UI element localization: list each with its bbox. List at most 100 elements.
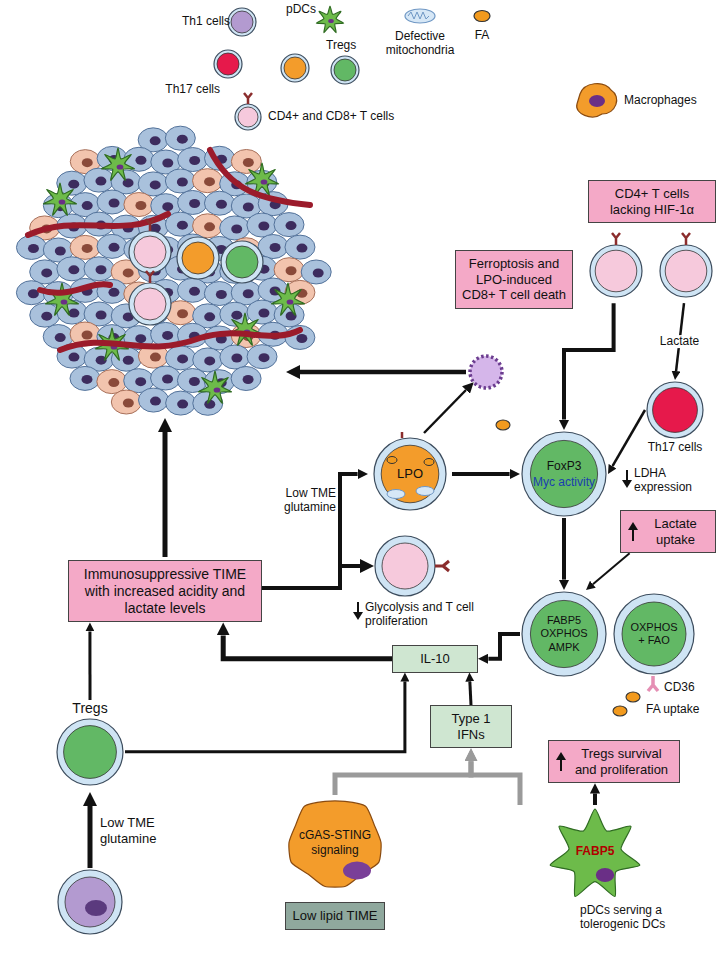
cell-membrane [522, 592, 606, 676]
tumor-immune-cells [129, 219, 263, 325]
mitochondria-cristae [408, 12, 429, 19]
legend-entry: CD4+ and CD8+ T cells [268, 109, 418, 123]
tumor-cell [231, 366, 261, 390]
blood-vessel [40, 284, 110, 293]
condition-box: Low lipid TIME [285, 902, 385, 930]
connector-arrow [488, 634, 520, 659]
arrow-head [556, 752, 566, 760]
tumor-cell [193, 169, 223, 193]
tumor-nucleus [82, 244, 93, 253]
cell-membrane [374, 438, 446, 510]
tumor-nucleus [313, 268, 324, 277]
th17-icon-body [217, 53, 239, 75]
orange-cell [177, 237, 219, 279]
connector-arrow [470, 682, 471, 705]
node-text: FoxP3 [547, 459, 582, 473]
tumor-nucleus [243, 158, 254, 167]
legend-entry: Tregs [326, 38, 372, 52]
th1-icon-body [231, 11, 253, 33]
node-text: Tregs survival and proliferation [570, 746, 673, 777]
arrow-line [88, 806, 93, 868]
macrophage-cell: cGAS-STING signaling [285, 795, 385, 890]
tumor-nucleus [296, 244, 307, 253]
tumor-nucleus [243, 202, 254, 211]
tumor-nucleus [177, 135, 188, 144]
tumor-nucleus [123, 268, 134, 277]
tumor-nucleus [82, 331, 93, 340]
tumor-cell [165, 126, 195, 150]
tumor-nucleus [55, 333, 66, 342]
tumor-nucleus [243, 375, 254, 384]
tcell-receptor [435, 561, 449, 571]
connector-arrow [223, 635, 392, 658]
tumor-nucleus [286, 266, 297, 275]
receptor [612, 233, 620, 245]
tumor-cell [274, 258, 304, 282]
arrow-line [300, 370, 466, 375]
tumor-cell [274, 213, 304, 237]
tumor-nucleus [258, 222, 269, 231]
tumor-nucleus [135, 334, 146, 343]
node-text: Low lipid TIME [292, 908, 378, 924]
tumor-cell [124, 193, 154, 217]
cell-body [595, 250, 637, 292]
cell-membrane [660, 245, 712, 297]
edge-label: Lactate [658, 335, 701, 349]
pdc-nucleus [61, 299, 68, 304]
tumor-nucleus [259, 353, 270, 362]
tumor-nucleus [270, 243, 281, 252]
fatty-acid [387, 457, 397, 464]
treg-cell: Tregs [55, 700, 125, 787]
connector-arrow [593, 553, 630, 584]
tumor-nucleus [204, 356, 215, 365]
tumor-nucleus [41, 312, 52, 321]
tumor-nucleus [189, 377, 200, 386]
node-text: CD4+ T cells lacking HIF-1α [595, 186, 709, 217]
tumor-cell [30, 260, 60, 284]
fatty-acid [496, 420, 510, 430]
tumor-nucleus [204, 177, 215, 186]
tumor-nucleus [243, 289, 254, 298]
node-text: Th17 cells [645, 440, 705, 454]
treg-cell [221, 241, 263, 283]
arrow-head [628, 522, 638, 530]
cd8-t-cell-body [382, 543, 428, 589]
legend-entry: Defective mitochondria [382, 29, 458, 58]
cell-membrane [614, 594, 694, 674]
cell-shape [55, 717, 125, 787]
tumor-nucleus [162, 331, 173, 340]
cell-body [381, 445, 439, 503]
defective-mitochondrion [387, 490, 405, 499]
receptor [398, 432, 406, 438]
tcell-receptor [244, 93, 252, 104]
treg-cell: FoxP3Myc activity [520, 430, 608, 518]
tumor-nucleus [177, 221, 188, 230]
legend-text: FA [475, 28, 490, 42]
node-text: FABP5 OXPHOS AMPK [536, 614, 592, 654]
tumor-nucleus [162, 202, 173, 211]
tumor-nucleus [150, 397, 161, 406]
connector-arrow [564, 303, 614, 419]
tumor-nucleus [204, 222, 215, 231]
tumor-nucleus [55, 246, 66, 255]
node-text: Lactate uptake [642, 516, 709, 547]
treg-cell: OXPHOS + FAO [612, 592, 696, 676]
connector-arrow [262, 474, 358, 588]
macrophage-nucleus [589, 95, 605, 107]
pdc-nucleus [328, 19, 334, 23]
tumor-nucleus [177, 309, 188, 318]
tumor-nucleus [150, 180, 161, 189]
tumor-cell [97, 234, 127, 258]
th17-icon [214, 50, 242, 78]
tcell-receptor [146, 271, 154, 283]
legend-entry: pDCs [280, 2, 316, 16]
cytokine-box: Type 1 IFNs [430, 705, 512, 748]
pdc-body [43, 183, 76, 215]
tumor-cell [57, 257, 87, 281]
cell-membrane [522, 432, 606, 516]
t-cell [129, 283, 171, 325]
tumor-nucleus [177, 354, 188, 363]
tumor-cell [178, 148, 208, 172]
connector-arrow [613, 410, 645, 466]
fa-icon [474, 11, 490, 22]
